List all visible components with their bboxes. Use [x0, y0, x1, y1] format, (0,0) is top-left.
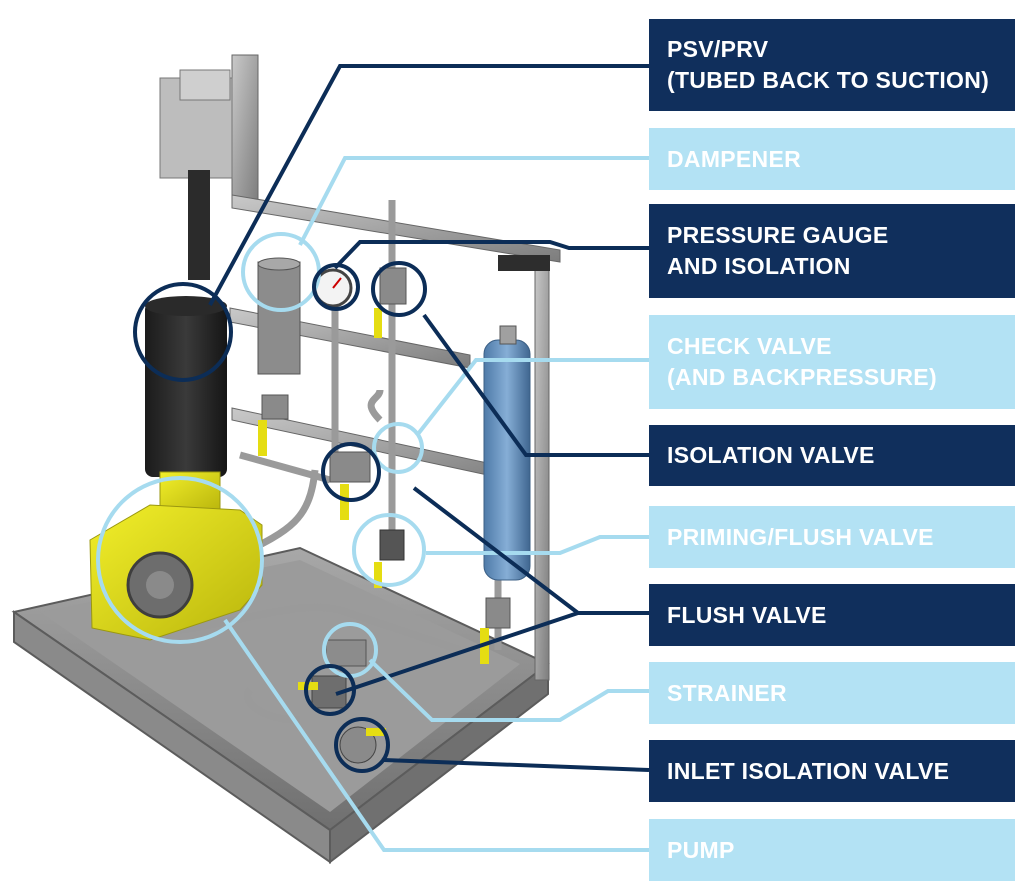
label-check-valve-text: CHECK VALVE (AND BACKPRESSURE): [667, 333, 937, 390]
flush-valve-callout-circle: [304, 664, 356, 716]
psv-callout-circle: [133, 282, 233, 382]
label-pump-text: PUMP: [667, 836, 735, 863]
label-dampener-text: DAMPENER: [667, 145, 802, 172]
label-inlet-isolation-valve-text: INLET ISOLATION VALVE: [667, 757, 950, 784]
priming-valve-callout-circle: [352, 513, 426, 587]
label-inlet-isolation-valve: INLET ISOLATION VALVE: [649, 740, 1015, 802]
control-box: [159, 69, 233, 280]
label-pump: PUMP: [649, 819, 1015, 881]
callout-lines: [208, 64, 650, 852]
blue-filter: [483, 325, 531, 581]
valves: [258, 267, 511, 764]
check-valve-callout-circle: [372, 422, 424, 474]
label-psv-prv: PSV/PRV (TUBED BACK TO SUCTION): [649, 19, 1015, 111]
label-priming-flush-valve-text: PRIMING/FLUSH VALVE: [667, 523, 934, 550]
isolation-valve-callout-circle: [321, 442, 381, 502]
dampener: [257, 257, 301, 375]
label-flush-valve-text: FLUSH VALVE: [667, 601, 827, 628]
gauge-callout-circle: [312, 263, 360, 311]
label-dampener: DAMPENER: [649, 128, 1015, 190]
label-isolation-valve-text: ISOLATION VALVE: [667, 442, 875, 468]
pump-callout-circle: [96, 476, 264, 644]
label-psv-prv-text: PSV/PRV (TUBED BACK TO SUCTION): [667, 36, 990, 93]
label-strainer-text: STRAINER: [667, 679, 787, 706]
label-priming-flush-valve: PRIMING/FLUSH VALVE: [649, 506, 1015, 568]
pump-assembly: [89, 296, 263, 641]
callout-circles: [96, 232, 427, 773]
label-check-valve: CHECK VALVE (AND BACKPRESSURE): [649, 315, 1015, 409]
label-pressure-gauge: PRESSURE GAUGE AND ISOLATION: [649, 204, 1015, 298]
label-pressure-gauge-text: PRESSURE GAUGE AND ISOLATION: [667, 222, 889, 279]
label-flush-valve: FLUSH VALVE: [649, 584, 1015, 646]
label-isolation-valve: ISOLATION VALVE: [649, 425, 1015, 486]
inlet-valve-callout-circle: [334, 717, 390, 773]
gauge-isolation-callout-circle: [371, 261, 427, 317]
label-strainer: STRAINER: [649, 662, 1015, 724]
